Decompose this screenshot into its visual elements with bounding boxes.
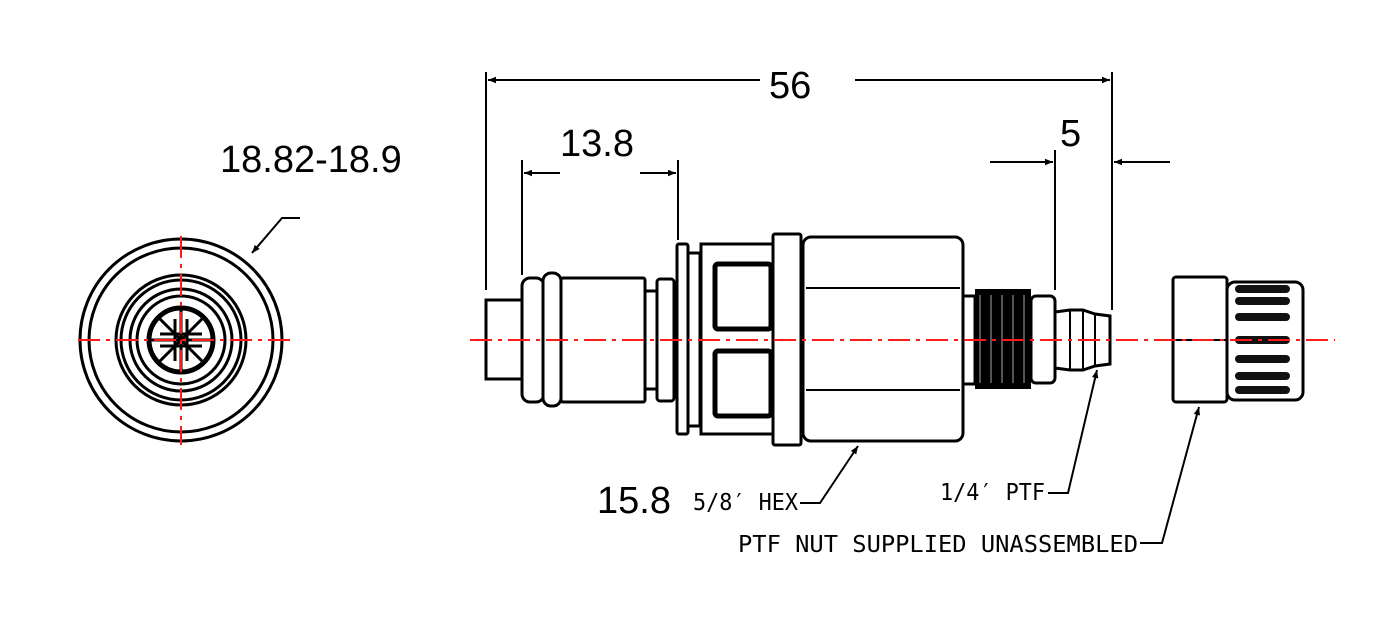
window-lower	[712, 348, 774, 419]
nut-leader	[1140, 406, 1200, 544]
thread-note: 1/4′ PTF	[940, 480, 1045, 506]
hex-leader	[800, 445, 859, 504]
hex-size-label: 15.8	[597, 480, 671, 522]
dimension-barb: 5	[990, 113, 1170, 290]
dimension-plug: 13.8	[521, 123, 679, 275]
plug-length-label: 13.8	[560, 123, 634, 165]
hex-note: 5/8′ HEX	[693, 490, 798, 516]
diameter-label: 18.82-18.9	[220, 139, 402, 181]
overall-length-label: 56	[769, 65, 811, 107]
window-upper	[712, 261, 774, 332]
nut-note: PTF NUT SUPPLIED UNASSEMBLED	[738, 532, 1138, 558]
diameter-leader	[251, 217, 300, 254]
barb-length-label: 5	[1060, 113, 1081, 155]
dimension-overall: 56	[485, 65, 1113, 310]
side-view: 56 13.8 5 15.8 5/8′ HEX 1/4′ PTF PTF NUT…	[470, 65, 1335, 558]
end-view: 18.82-18.9	[78, 139, 402, 445]
thread-leader	[1048, 369, 1099, 494]
